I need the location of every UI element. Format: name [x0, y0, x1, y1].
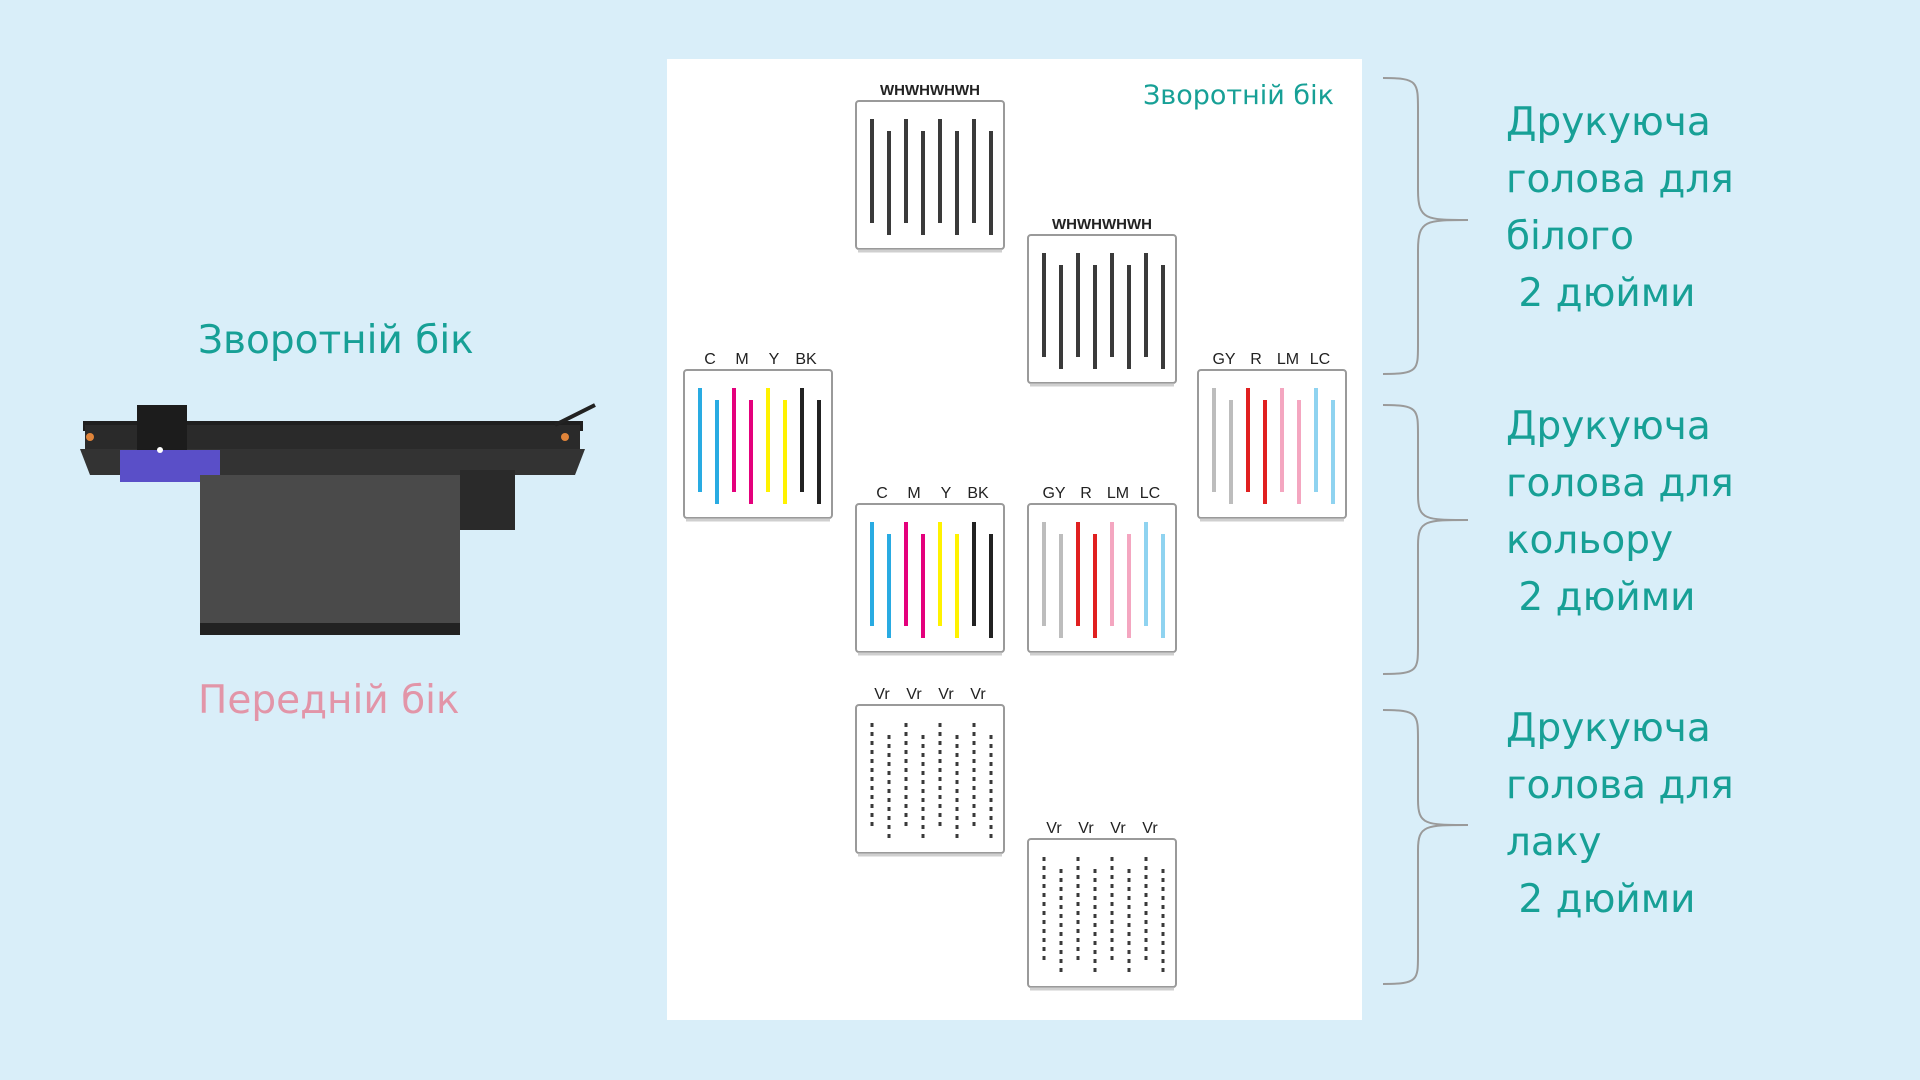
pattern-frame [1028, 235, 1176, 383]
channel-label-vr: Vr [1110, 820, 1126, 837]
head-group-braces [1378, 70, 1468, 1000]
channel-label-m: M [907, 485, 920, 502]
channel-label-c: C [704, 351, 716, 368]
pattern-block-cmyk1: C M Y BK [684, 351, 832, 520]
printer-side-box [460, 470, 515, 530]
channel-label-r: R [1250, 351, 1262, 368]
printer-front-side-label: Передній бік [198, 678, 460, 723]
brace-white [1383, 78, 1468, 374]
pattern-frame [684, 370, 832, 518]
printer-head-block [137, 405, 187, 453]
pattern-frame [856, 101, 1004, 249]
printer-knob-left [86, 433, 94, 441]
printer-back-side-label: Зворотній бік [198, 318, 474, 363]
channel-label-y: Y [769, 351, 780, 368]
channel-label-gy: GY [1042, 485, 1065, 502]
channel-label-c: C [876, 485, 888, 502]
pattern-block-cmyk2: C M Y BK [856, 485, 1004, 654]
color-head-group-label: Друкуюча голова для кольору 2 дюйми [1506, 398, 1734, 626]
pattern-block-wh2: WHWHWHWH [1028, 216, 1176, 385]
channel-label-vr: Vr [1078, 820, 1094, 837]
channel-label-lc: LC [1310, 351, 1330, 368]
channel-label-lc: LC [1140, 485, 1160, 502]
channel-label-vr: Vr [906, 686, 922, 703]
channel-label-r: R [1080, 485, 1092, 502]
pattern-frame [856, 504, 1004, 652]
pattern-frame [856, 705, 1004, 853]
printer-knob-right [561, 433, 569, 441]
channel-label-m: M [735, 351, 748, 368]
pattern-frame [1028, 504, 1176, 652]
varnish-head-group-label: Друкуюча голова для лаку 2 дюйми [1506, 700, 1734, 928]
channel-label-vr: Vr [1142, 820, 1158, 837]
white-head-group-label: Друкуюча голова для білого 2 дюйми [1506, 94, 1734, 322]
brace-color [1383, 405, 1468, 674]
channel-label-vr: Vr [874, 686, 890, 703]
nozzle-check-patterns: WHWHWHWH WHWHWHWH C M Y BK GY R LM LC C M Y BK GY R LM LC… [667, 59, 1362, 1020]
uv-printer-illustration [75, 395, 605, 645]
channel-label-y: Y [941, 485, 952, 502]
channel-label-vr: Vr [970, 686, 986, 703]
pattern-block-light1: GY R LM LC [1198, 351, 1346, 520]
channel-label-vr: Vr [938, 686, 954, 703]
pattern-block-vr2: Vr Vr Vr Vr [1028, 820, 1176, 989]
pattern-frame [1028, 839, 1176, 987]
pattern-frame [1198, 370, 1346, 518]
channel-label: WHWHWHWH [1052, 216, 1152, 233]
channel-label-bk: BK [967, 485, 989, 502]
channel-label-lm: LM [1107, 485, 1129, 502]
channel-label-vr: Vr [1046, 820, 1062, 837]
channel-label-lm: LM [1277, 351, 1299, 368]
printer-led [157, 447, 163, 453]
pattern-block-vr1: Vr Vr Vr Vr [856, 686, 1004, 855]
pattern-block-light2: GY R LM LC [1028, 485, 1176, 654]
pattern-block-wh1: WHWHWHWH [856, 82, 1004, 251]
brace-varnish [1383, 710, 1468, 984]
printer-table [200, 475, 460, 635]
printer-table-base [200, 623, 460, 635]
channel-label-gy: GY [1212, 351, 1235, 368]
channel-label-bk: BK [795, 351, 817, 368]
channel-label: WHWHWHWH [880, 82, 980, 99]
